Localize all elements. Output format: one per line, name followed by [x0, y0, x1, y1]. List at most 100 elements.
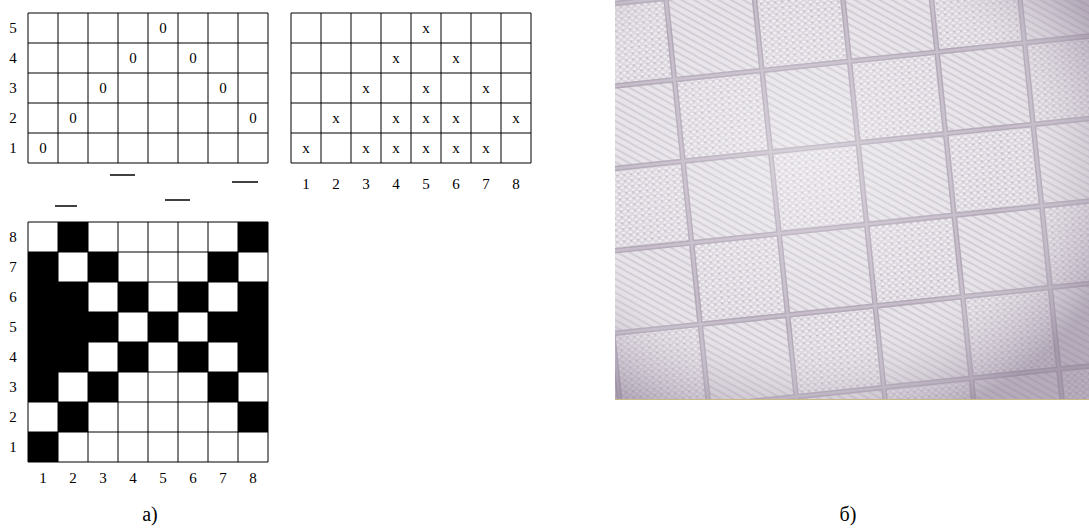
grid-line — [28, 462, 268, 463]
row-number: 4 — [9, 51, 17, 66]
dash-mark — [110, 174, 135, 176]
grid-line — [531, 13, 532, 163]
warp-overlap-cell — [58, 282, 88, 312]
grid-line — [58, 13, 59, 163]
grid-line — [291, 13, 292, 163]
column-number: 4 — [129, 471, 137, 486]
warp-overlap-cell — [58, 342, 88, 372]
grid-line — [321, 13, 322, 163]
column-number: 2 — [332, 177, 340, 192]
row-number: 2 — [9, 111, 17, 126]
grid-line — [118, 13, 119, 163]
grid-line — [28, 222, 268, 223]
row-number: 4 — [9, 350, 17, 365]
warp-overlap-cell — [238, 402, 268, 432]
grid-line — [28, 163, 268, 164]
column-number: 6 — [189, 471, 197, 486]
tie-up-mark: x — [392, 141, 400, 156]
photo-ground — [615, 0, 1089, 400]
threading-mark: 0 — [249, 111, 257, 126]
row-number: 8 — [9, 230, 17, 245]
warp-overlap-cell — [238, 222, 268, 252]
grid-line — [411, 13, 412, 163]
grid-line — [291, 163, 531, 164]
threading-grid — [28, 13, 268, 163]
tie-up-mark: x — [392, 51, 400, 66]
grid-line — [28, 372, 268, 373]
grid-line — [28, 312, 268, 313]
column-number: 3 — [99, 471, 107, 486]
warp-overlap-cell — [238, 342, 268, 372]
grid-line — [238, 13, 239, 163]
tie-up-mark: x — [422, 21, 430, 36]
warp-overlap-cell — [178, 282, 208, 312]
grid-line — [291, 73, 531, 74]
photo-shading — [615, 0, 1089, 400]
warp-overlap-cell — [28, 342, 58, 372]
grid-line — [291, 103, 531, 104]
tie-up-mark: x — [422, 81, 430, 96]
tie-up-mark: x — [452, 111, 460, 126]
dash-mark — [55, 205, 77, 207]
fabric-photo — [615, 0, 1089, 400]
column-number: 8 — [249, 471, 257, 486]
dash-mark — [232, 181, 258, 183]
grid-line — [441, 13, 442, 163]
grid-line — [148, 13, 149, 163]
grid-line — [268, 13, 269, 163]
row-number: 5 — [9, 21, 17, 36]
column-number: 6 — [452, 177, 460, 192]
column-number: 5 — [422, 177, 430, 192]
tie-up-mark: x — [482, 81, 490, 96]
tie-up-mark: x — [362, 141, 370, 156]
tie-up-mark: x — [452, 51, 460, 66]
grid-line — [381, 13, 382, 163]
weave-cells — [28, 222, 268, 462]
warp-overlap-cell — [88, 252, 118, 282]
tie-up-mark: x — [482, 141, 490, 156]
row-number: 1 — [9, 440, 17, 455]
column-number: 1 — [302, 177, 310, 192]
warp-overlap-cell — [208, 252, 238, 282]
grid-line — [28, 73, 268, 74]
warp-overlap-cell — [238, 282, 268, 312]
warp-overlap-cell — [28, 432, 58, 462]
grid-line — [88, 13, 89, 163]
tie-up-mark: x — [422, 141, 430, 156]
warp-overlap-cell — [148, 312, 178, 342]
tie-up-grid — [291, 13, 531, 163]
threading-mark: 0 — [129, 51, 137, 66]
warp-overlap-cell — [118, 342, 148, 372]
grid-line — [471, 13, 472, 163]
column-number: 2 — [69, 471, 77, 486]
grid-line — [178, 13, 179, 163]
grid-line — [28, 342, 268, 343]
grid-line — [28, 133, 268, 134]
grid-line — [208, 13, 209, 163]
grid-line — [28, 432, 268, 433]
grid-line — [351, 13, 352, 163]
row-number: 5 — [9, 320, 17, 335]
column-number: 4 — [392, 177, 400, 192]
figure-caption: а) — [142, 504, 158, 524]
column-number: 7 — [219, 471, 227, 486]
tie-up-mark: x — [452, 141, 460, 156]
threading-mark: 0 — [99, 81, 107, 96]
warp-overlap-cell — [58, 312, 88, 342]
warp-overlap-cell — [88, 372, 118, 402]
warp-overlap-cell — [58, 222, 88, 252]
warp-overlap-cell — [88, 312, 118, 342]
grid-line — [28, 13, 29, 163]
grid-line — [28, 43, 268, 44]
threading-mark: 0 — [39, 141, 47, 156]
warp-overlap-cell — [28, 372, 58, 402]
row-number: 7 — [9, 260, 17, 275]
tie-up-mark: x — [332, 111, 340, 126]
warp-overlap-cell — [28, 252, 58, 282]
grid-line — [291, 13, 531, 14]
warp-overlap-cell — [178, 342, 208, 372]
threading-mark: 0 — [69, 111, 77, 126]
tie-up-mark: x — [422, 111, 430, 126]
grid-line — [291, 43, 531, 44]
